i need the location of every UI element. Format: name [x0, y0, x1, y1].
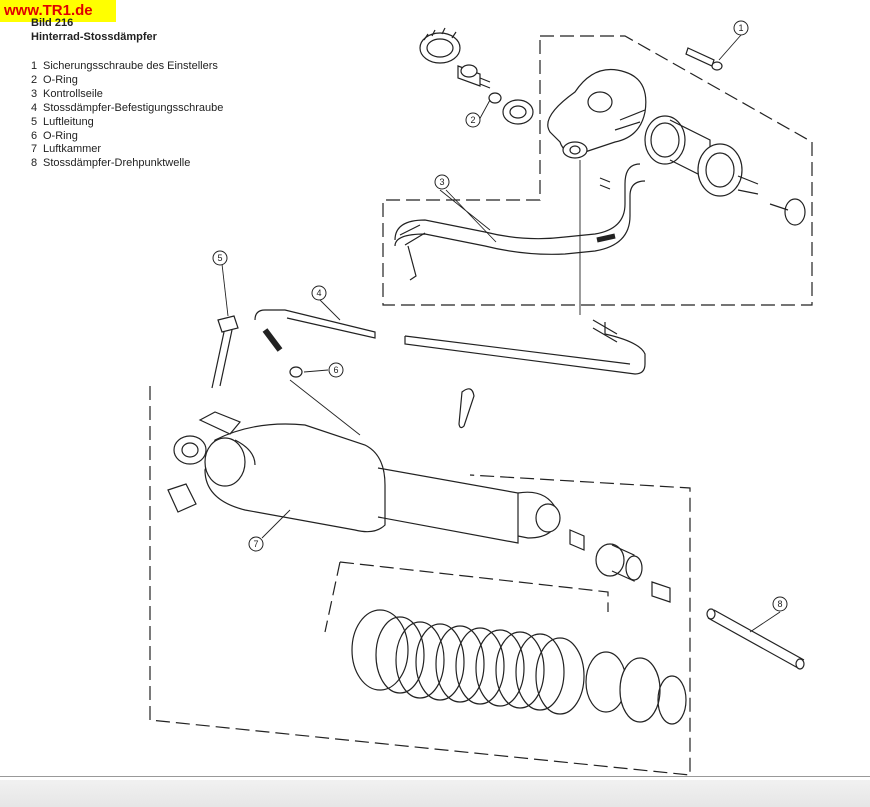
svg-text:1: 1 [738, 23, 743, 33]
site-badge: www.TR1.de [0, 0, 116, 22]
callout-4: 4 [311, 285, 327, 301]
svg-text:8: 8 [777, 599, 782, 609]
lower-group-outline [149, 386, 691, 776]
svg-text:6: 6 [333, 365, 338, 375]
svg-text:7: 7 [253, 539, 258, 549]
callout-8: 8 [772, 596, 788, 612]
pivot-bushings [569, 529, 671, 603]
callout-1: 1 [733, 20, 749, 36]
control-cables [394, 163, 646, 281]
callout-5: 5 [212, 250, 228, 266]
page-bottom-strip [0, 780, 870, 807]
svg-text:3: 3 [439, 177, 444, 187]
spring-group-outline [339, 561, 609, 612]
pivot-shaft-8 [706, 608, 805, 670]
figure-title: Hinterrad-Stossdämpfer [31, 31, 157, 43]
svg-text:2: 2 [470, 115, 475, 125]
svg-text:5: 5 [217, 253, 222, 263]
adjuster-housing [547, 68, 647, 159]
upper-group-outline [382, 35, 813, 306]
coil-spring [351, 609, 687, 725]
seal-washer [502, 99, 534, 125]
page-bottom-rule [0, 776, 870, 777]
air-line-screw-5 [211, 315, 239, 389]
air-line-4 [254, 309, 646, 375]
lock-screw-1 [685, 47, 723, 71]
callout-2: 2 [465, 112, 481, 128]
cotter-pin [458, 388, 475, 429]
spring-group-outline-left [324, 561, 341, 633]
adjuster-cap [419, 27, 491, 89]
leader-lines [221, 34, 781, 633]
callout-6: 6 [328, 362, 344, 378]
svg-text:4: 4 [316, 288, 321, 298]
o-ring-2 [488, 92, 502, 104]
site-link[interactable]: www.TR1.de [4, 2, 93, 19]
shock-absorber-body [167, 411, 561, 544]
figure-number: Bild 216 [31, 17, 74, 29]
callout-3: 3 [434, 174, 450, 190]
callout-7: 7 [248, 536, 264, 552]
adjuster-body [644, 115, 806, 226]
o-ring-6 [289, 366, 303, 378]
